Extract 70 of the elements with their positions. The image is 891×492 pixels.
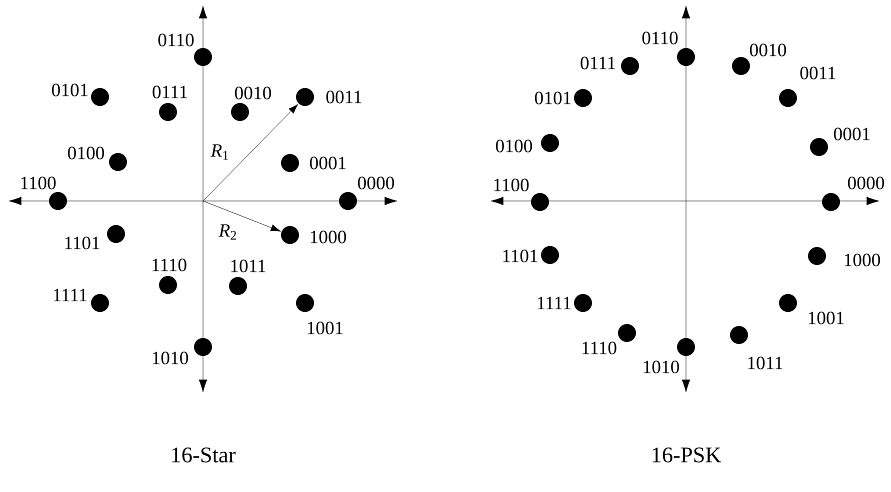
point-label: 0000 — [358, 176, 394, 190]
point-label: 0011 — [800, 66, 836, 80]
caption: 16-Star — [172, 448, 236, 462]
constellation-point — [194, 48, 212, 66]
point-label: 1001 — [308, 322, 343, 334]
constellation-point — [779, 88, 797, 107]
constellation-point — [810, 138, 828, 156]
constellation-point — [730, 326, 748, 344]
point-label: 1100 — [494, 178, 529, 192]
constellation-point — [574, 88, 592, 107]
point-label: 0101 — [534, 92, 571, 104]
edge-label: R$_{1}$ — [210, 143, 230, 161]
constellation-point — [159, 276, 177, 294]
constellation-point — [808, 247, 826, 265]
constellation-point — [281, 154, 299, 172]
constellation-point — [618, 324, 636, 342]
point-label: 1111 — [54, 288, 87, 302]
point-label: 0101 — [52, 84, 88, 96]
point-label: 1111 — [538, 296, 571, 310]
edge-label: R$_{2}$ — [218, 223, 238, 241]
constellation-point — [91, 294, 109, 312]
point-label: 0010 — [234, 86, 272, 100]
point-label: 1000 — [310, 230, 346, 244]
caption: 16-PSK — [652, 448, 721, 462]
point-label: 1101 — [65, 236, 100, 250]
constellation-point — [281, 226, 299, 244]
point-label: 0110 — [642, 32, 678, 44]
constellation-point — [677, 338, 695, 356]
constellation-point — [194, 338, 212, 356]
point-label: 1010 — [152, 352, 188, 364]
constellation-point — [91, 88, 109, 106]
constellation-point — [541, 134, 559, 152]
point-label: 0100 — [68, 146, 104, 160]
point-label: 1010 — [644, 360, 680, 374]
constellation-point — [621, 57, 639, 75]
constellation-point — [822, 193, 840, 211]
constellation-point — [159, 103, 177, 121]
point-label: 0001 — [310, 156, 346, 170]
point-label: 1001 — [808, 312, 844, 324]
point-label: 1011 — [231, 260, 266, 272]
constellation-point — [296, 294, 314, 312]
constellation-point — [49, 192, 67, 210]
point-label: 1110 — [152, 258, 186, 272]
constellation-point — [732, 57, 750, 75]
point-label: 0011 — [326, 90, 362, 104]
point-label: 1110 — [582, 342, 616, 354]
constellation-point — [779, 294, 797, 312]
constellation-point — [677, 48, 695, 66]
point-label: 1000 — [844, 254, 880, 266]
point-label: 0100 — [496, 140, 532, 152]
point-label: 1011 — [748, 356, 782, 370]
point-label: 0111 — [580, 56, 615, 70]
constellation-point — [541, 246, 559, 264]
radius-arrow — [202, 200, 281, 232]
point-label: 1101 — [503, 250, 538, 262]
point-label: 0110 — [158, 34, 194, 46]
point-label: 0000 — [848, 176, 884, 190]
constellation-point — [109, 152, 127, 171]
constellation-point — [231, 103, 249, 121]
constellation-point — [229, 277, 247, 295]
constellation-point — [574, 294, 592, 312]
point-label: 0111 — [152, 86, 187, 98]
point-label: 0001 — [834, 128, 870, 140]
radius-arrow — [202, 104, 298, 202]
constellation-point — [296, 88, 314, 106]
point-label: 0010 — [750, 44, 786, 56]
constellation-point — [107, 224, 125, 243]
constellation-point — [531, 193, 549, 211]
constellation-point — [339, 192, 357, 210]
point-label: 1100 — [21, 176, 56, 190]
